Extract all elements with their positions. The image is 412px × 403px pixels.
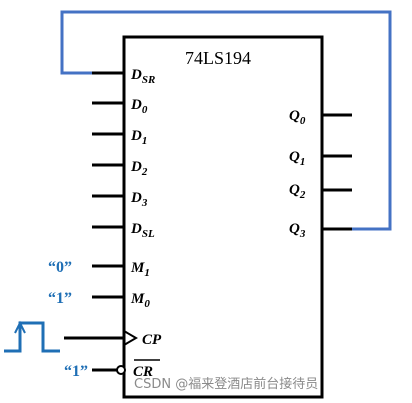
pin-m1-label: M1 xyxy=(130,260,150,279)
pin-q3-label: Q3 xyxy=(289,221,306,240)
chip-name: 74LS194 xyxy=(185,48,251,68)
pin-dsr-label: DSR xyxy=(130,67,155,86)
clock-pulse-icon xyxy=(4,321,60,353)
feedback-wire xyxy=(60,10,392,231)
pin-cr-label: CR xyxy=(133,364,153,380)
pin-d2-label: D2 xyxy=(130,159,148,178)
clock-edge-marker xyxy=(123,330,138,346)
chip-body xyxy=(122,35,324,399)
pin-m0-label: M0 xyxy=(130,291,150,310)
pin-q1-label: Q1 xyxy=(289,149,305,168)
watermark: CSDN @福来登酒店前台接待员 xyxy=(134,376,318,392)
m1-level-label: “0” xyxy=(48,259,72,276)
pin-d3-label: D3 xyxy=(130,190,148,209)
pin-q0-label: Q0 xyxy=(289,108,306,127)
pin-d0-label: D0 xyxy=(130,97,148,116)
m0-level-label: “1” xyxy=(48,290,72,307)
clock-pulse-arrow xyxy=(14,320,26,334)
pin-dsl-label: DSL xyxy=(130,221,155,240)
pin-q2-label: Q2 xyxy=(289,182,306,201)
cr-inversion-bubble xyxy=(116,365,126,375)
cr-level-label: “1” xyxy=(64,363,88,380)
pin-cp-label: CP xyxy=(142,332,162,348)
pin-d1-label: D1 xyxy=(130,128,147,147)
